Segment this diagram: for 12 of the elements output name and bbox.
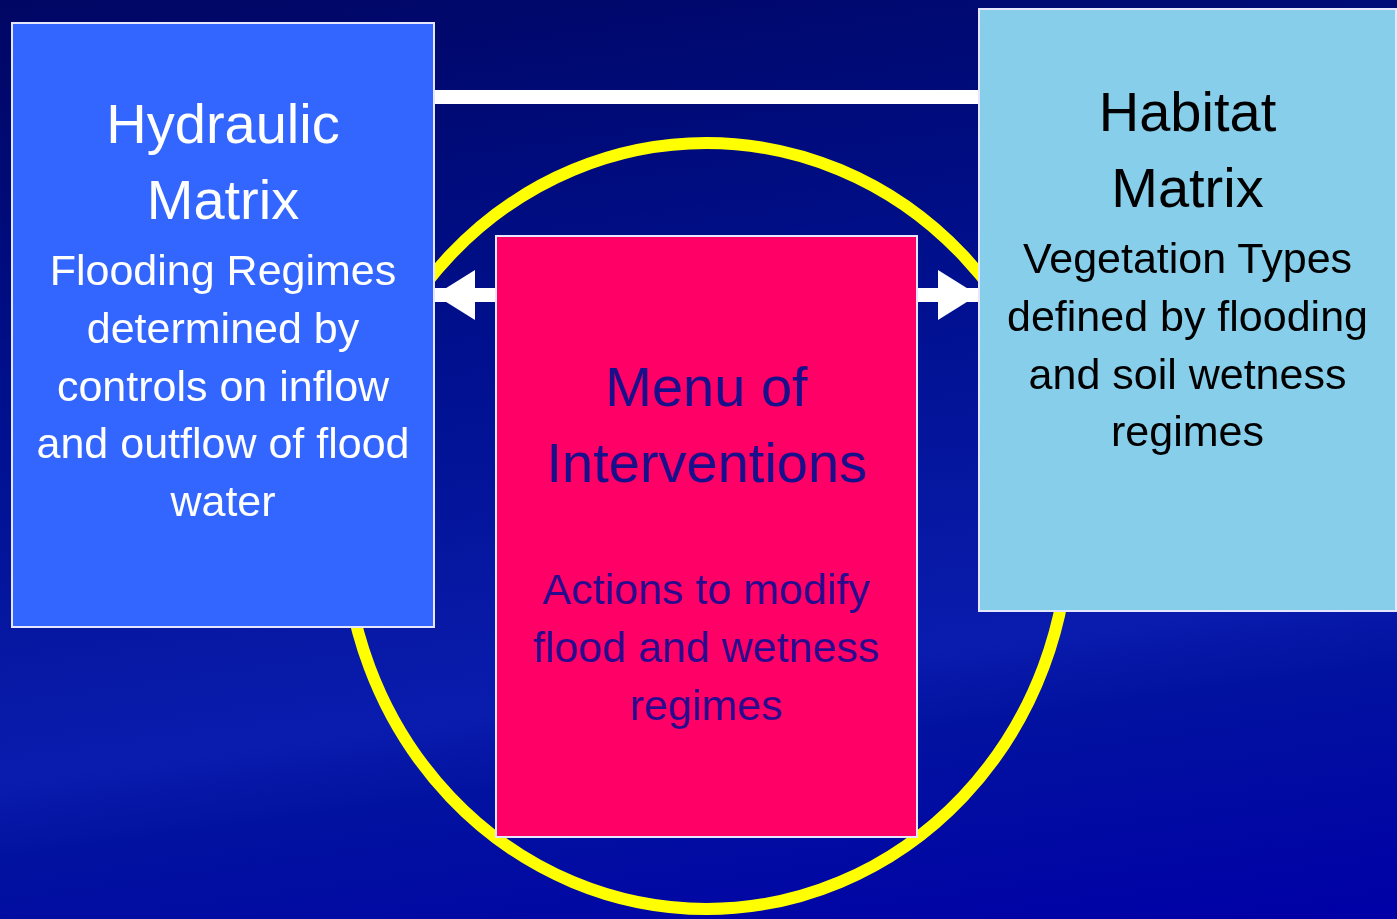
box-title: Hydraulic Matrix	[105, 91, 341, 234]
box-title: Menu of Interventions	[546, 354, 867, 497]
arrow	[435, 270, 495, 320]
arrow	[918, 270, 978, 320]
box-title: Habitat Matrix	[1097, 79, 1278, 222]
matrix-box	[11, 22, 435, 628]
connector-line	[435, 90, 978, 104]
box-description: Flooding Regimes determined by controls on inflow and outflow of flood water	[35, 245, 411, 527]
box-description: Actions to modify flood and wetness regimes	[532, 564, 881, 731]
box-description: Vegetation Types defined by flooding and soil wetness regimes	[1006, 233, 1369, 458]
matrix-box	[495, 235, 918, 838]
matrix-box	[978, 8, 1397, 612]
